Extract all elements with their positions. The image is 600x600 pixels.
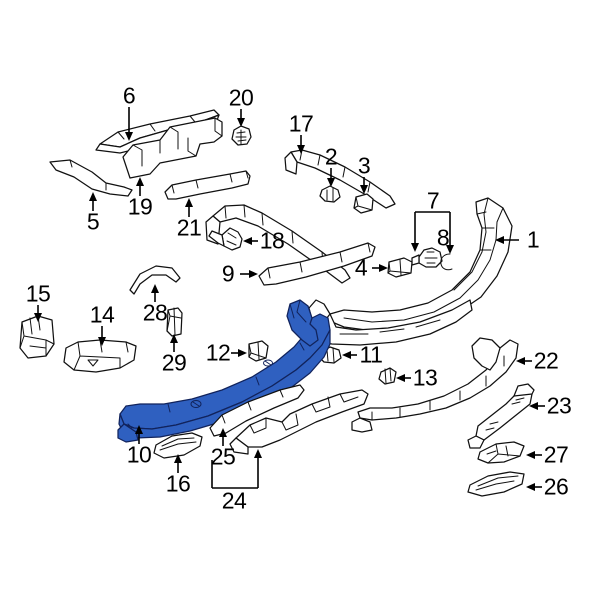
callout-label-10[interactable]: 10: [126, 441, 152, 468]
callout-label-8[interactable]: 8: [436, 224, 450, 251]
part-20-shape: [231, 125, 252, 146]
part-14-shape: [63, 339, 137, 373]
callout-label-29[interactable]: 29: [161, 349, 187, 376]
callout-label-25[interactable]: 25: [210, 443, 236, 470]
callout-label-15[interactable]: 15: [25, 280, 51, 307]
part-26-shape: [467, 471, 525, 497]
callout-label-5[interactable]: 5: [86, 208, 100, 235]
callout-label-16[interactable]: 16: [165, 470, 191, 497]
callout-label-24[interactable]: 24: [221, 487, 247, 514]
callout-label-19[interactable]: 19: [127, 193, 153, 220]
part-21-shape: [164, 170, 251, 200]
callout-label-26[interactable]: 26: [543, 473, 569, 500]
callout-label-6[interactable]: 6: [122, 82, 136, 109]
callout-label-27[interactable]: 27: [543, 441, 569, 468]
callout-label-22[interactable]: 22: [533, 347, 559, 374]
callout-label-3[interactable]: 3: [357, 152, 371, 179]
part-24-shape: [229, 389, 369, 455]
callout-label-20[interactable]: 20: [228, 84, 254, 111]
part-8-shape: [440, 253, 453, 271]
callout-label-13[interactable]: 13: [412, 364, 438, 391]
callout-label-12[interactable]: 12: [205, 339, 231, 366]
part-18-shape: [208, 227, 243, 251]
callout-label-18[interactable]: 18: [259, 227, 285, 254]
part-3-shape: [353, 193, 374, 214]
part-4-shape: [387, 257, 413, 278]
part-15-shape: [19, 315, 55, 359]
part-27-shape: [477, 441, 525, 464]
part-28-shape: [129, 265, 181, 295]
part-5-shape: [49, 159, 133, 197]
part-9-shape: [258, 242, 376, 286]
callout-label-23[interactable]: 23: [546, 392, 572, 419]
callout-label-9[interactable]: 9: [221, 260, 235, 287]
callout-label-1[interactable]: 1: [526, 226, 540, 253]
callout-label-21[interactable]: 21: [176, 214, 202, 241]
part-12-shape: [248, 340, 269, 362]
part-13-shape: [378, 367, 397, 385]
part-7-shape: [411, 247, 443, 268]
part-22-shape: [351, 337, 519, 433]
callout-label-17[interactable]: 17: [288, 110, 314, 137]
callout-label-28[interactable]: 28: [142, 299, 168, 326]
callout-label-2[interactable]: 2: [324, 143, 338, 170]
callout-label-7[interactable]: 7: [426, 187, 440, 214]
part-29-shape: [166, 307, 183, 337]
callout-label-14[interactable]: 14: [89, 301, 115, 328]
part-23-shape: [467, 383, 535, 449]
part-19-shape: [122, 117, 223, 179]
callout-label-4[interactable]: 4: [354, 254, 368, 281]
part-16-shape: [153, 432, 203, 459]
part-2-shape: [319, 185, 341, 203]
leader-lines: [34, 107, 545, 491]
callout-label-11[interactable]: 11: [359, 341, 383, 368]
part-17-shape: [205, 149, 396, 284]
